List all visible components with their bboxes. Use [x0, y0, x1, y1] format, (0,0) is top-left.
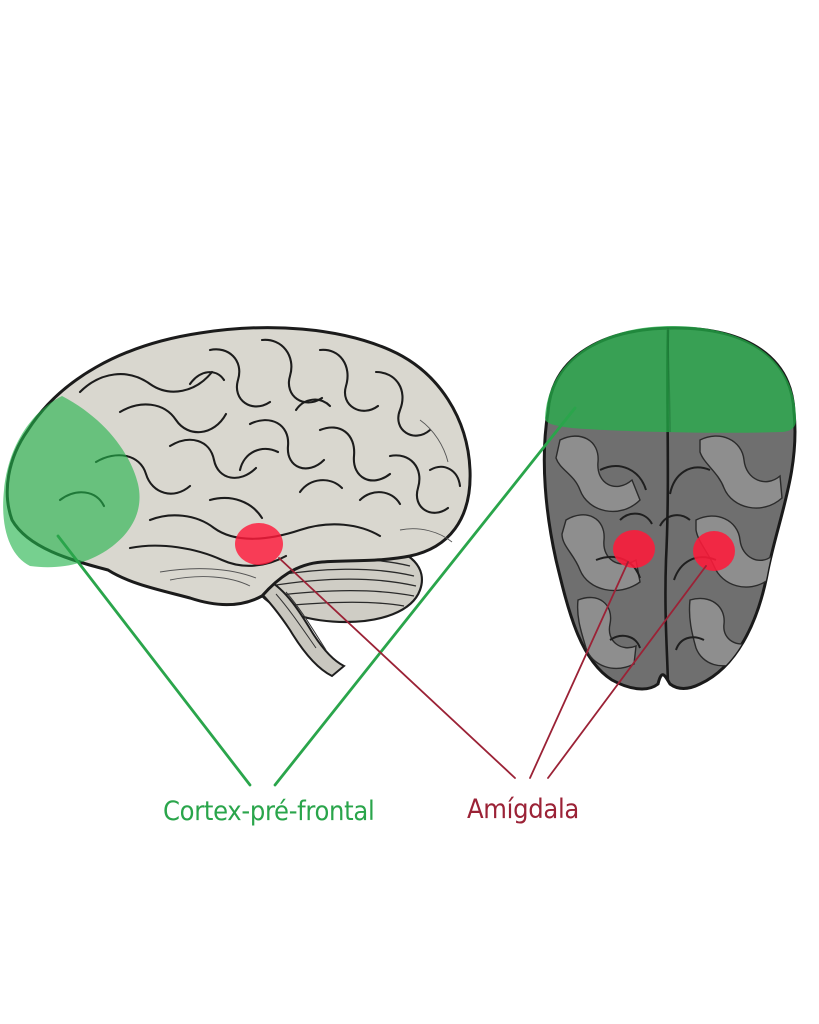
label-prefrontal-cortex: Cortex-pré-frontal [163, 796, 374, 827]
amygdala-highlight-top-left [613, 530, 655, 568]
shading-lines [159, 419, 453, 587]
brainstem [256, 578, 346, 678]
prefrontal-highlight-side [3, 396, 140, 568]
prefrontal-connectors [56, 406, 577, 787]
amygdala-highlight-top-right [693, 531, 735, 571]
label-amygdala: Amígdala [467, 794, 579, 825]
amygdala-highlight-side [235, 523, 283, 565]
brain-inferior-view-icon [542, 326, 797, 691]
brain-lateral-view-icon [3, 326, 472, 678]
top-sulci [595, 465, 717, 651]
prefrontal-highlight-top [545, 326, 796, 433]
amygdala-connectors [278, 557, 707, 779]
